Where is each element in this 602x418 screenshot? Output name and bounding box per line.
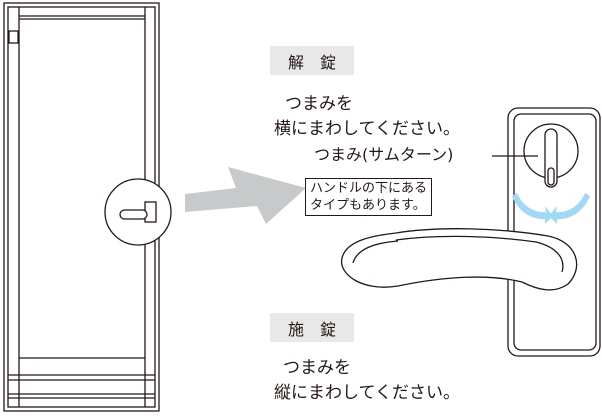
lock-instruction-line2: 縦にまわしてください。 xyxy=(274,383,460,403)
unlock-instruction-line2: 横にまわしてください。 xyxy=(274,119,460,139)
lock-plate xyxy=(507,107,601,357)
note-box: ハンドルの下にある タイプもあります。 xyxy=(305,178,433,216)
lever-handle xyxy=(340,228,578,291)
note-line2: タイプもあります。 xyxy=(310,198,426,213)
knob-label: つまみ(サムターン) xyxy=(314,145,454,164)
knob-detail-circle xyxy=(104,178,172,246)
door xyxy=(3,2,160,412)
note-line1: ハンドルの下にある xyxy=(310,181,428,196)
lock-title: 施 錠 xyxy=(270,313,354,342)
lock-instruction-line1: つまみを xyxy=(283,358,351,378)
unlock-title: 解 錠 xyxy=(270,46,354,75)
pointer-arrow xyxy=(185,167,306,224)
rotate-arrows xyxy=(512,193,590,224)
unlock-instruction-line1: つまみを xyxy=(285,94,353,114)
